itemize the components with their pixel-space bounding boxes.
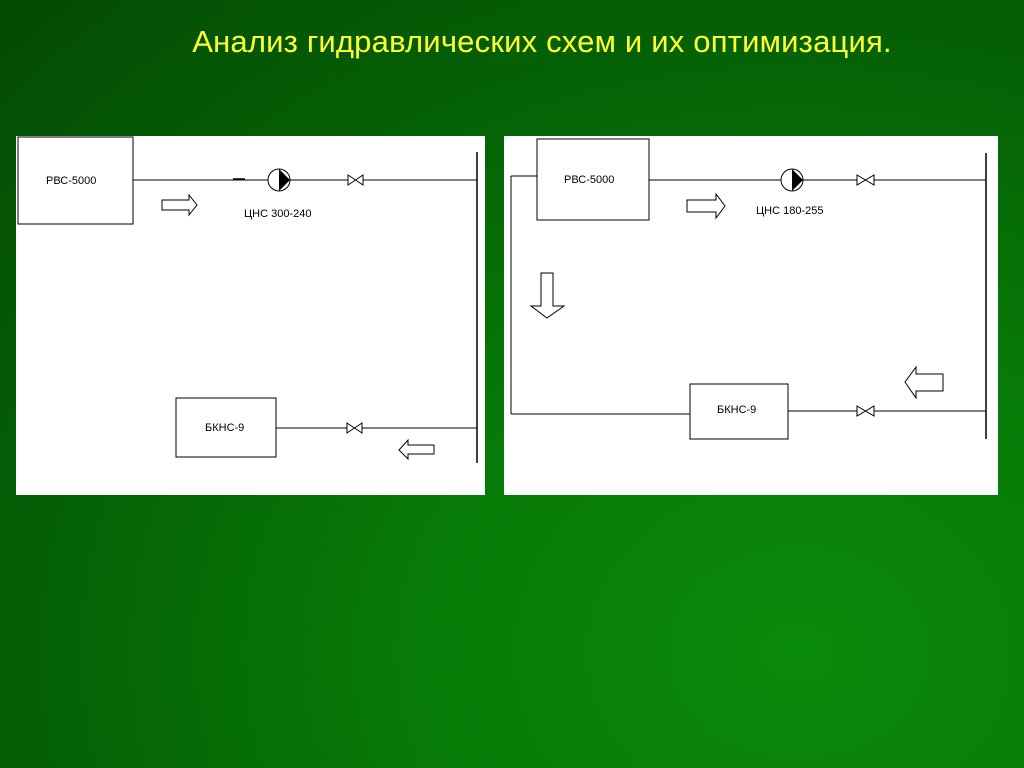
valve-icon — [347, 174, 364, 186]
valve-icon — [346, 422, 363, 434]
flow-arrow-right-icon — [686, 192, 726, 220]
station-label: БКНС-9 — [205, 422, 244, 434]
tank-label: РВС-5000 — [46, 175, 96, 187]
pump-label: ЦНС 180-255 — [756, 205, 823, 217]
pump-icon — [267, 168, 291, 192]
tank-rvs-5000 — [536, 138, 650, 221]
pump-icon — [780, 168, 804, 192]
station-bkns-9 — [689, 383, 789, 440]
pump-label: ЦНС 300-240 — [244, 208, 311, 220]
tank-rvs-5000 — [17, 136, 134, 225]
station-label: БКНС-9 — [717, 404, 756, 416]
left-scheme-panel: РВС-5000 ЦНС 300-240 БКНС-9 — [16, 136, 485, 495]
flow-arrow-left-icon — [904, 365, 944, 400]
right-scheme-panel: РВС-5000 ЦНС 180-255 БКНС-9 — [504, 136, 998, 495]
flow-arrow-down-icon — [529, 272, 566, 319]
tank-label: РВС-5000 — [564, 174, 614, 186]
left-scheme-diagram: РВС-5000 ЦНС 300-240 БКНС-9 — [17, 136, 478, 463]
flow-arrow-left-icon — [398, 438, 435, 461]
valve-icon — [856, 174, 875, 186]
valve-icon — [856, 405, 875, 417]
station-bkns-9 — [175, 397, 277, 458]
flow-arrow-right-icon — [161, 193, 198, 217]
right-scheme-diagram: РВС-5000 ЦНС 180-255 БКНС-9 — [510, 138, 987, 440]
slide-title: Анализ гидравлических схем и их оптимиза… — [192, 24, 892, 59]
